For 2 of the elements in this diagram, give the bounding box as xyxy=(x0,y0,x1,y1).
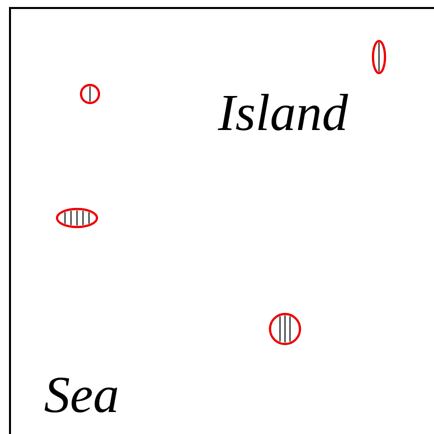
map-label: Island xyxy=(218,88,348,140)
map-label: Sea xyxy=(44,370,120,422)
